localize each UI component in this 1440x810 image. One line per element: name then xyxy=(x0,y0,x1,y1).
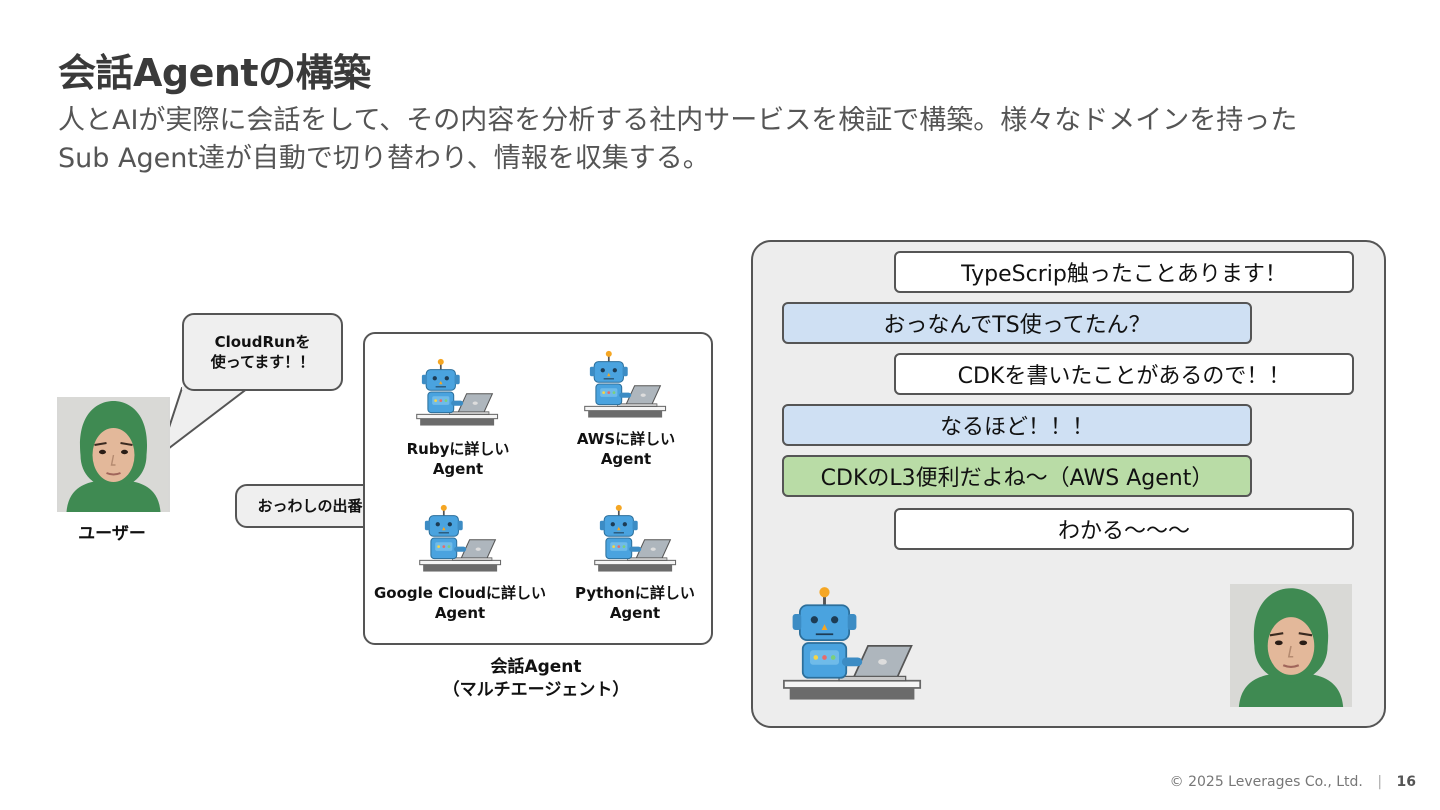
chat-message-user-1: TypeScrip触ったことあります！ xyxy=(894,251,1354,293)
user-bubble-line-1: CloudRunを xyxy=(214,333,311,351)
ruby-agent-label-line-2: Agent xyxy=(432,460,484,478)
google-cloud-agent-label-line-2: Agent xyxy=(434,604,486,622)
aws-agent-robot-icon xyxy=(583,344,669,424)
chat-user-avatar-icon xyxy=(1230,584,1352,707)
footer-separator: | xyxy=(1377,774,1383,790)
google-cloud-agent-label-line-1: Google Cloudに詳しい xyxy=(373,584,547,602)
footer-copyright: © 2025 Leverages Co., Ltd. xyxy=(1169,774,1363,790)
user-photo xyxy=(57,397,170,512)
aws-agent-label-line-2: Agent xyxy=(600,450,652,468)
python-agent-label-line-1: Pythonに詳しい xyxy=(575,584,695,602)
multi-agent-group-label: 会話Agent （マルチエージェント） xyxy=(416,656,656,702)
subtitle-line-2: Sub Agent達が自動で切り替わり、情報を収集する。 xyxy=(58,143,710,174)
chat-agent-robot-icon xyxy=(782,585,922,702)
chat-user-photo xyxy=(1230,584,1352,707)
multi-agent-box xyxy=(363,332,713,645)
group-label-line-1: 会話Agent xyxy=(490,657,582,677)
footer: © 2025 Leverages Co., Ltd. | 16 xyxy=(1170,774,1416,790)
aws-agent-label: AWSに詳しい Agent xyxy=(556,429,696,469)
chat-message-agent-2: なるほど！！！ xyxy=(782,404,1252,446)
python-agent-robot-icon xyxy=(593,498,679,578)
user-avatar-icon xyxy=(57,397,170,512)
ruby-agent-label-line-1: Rubyに詳しい xyxy=(406,440,510,458)
group-label-line-2: （マルチエージェント） xyxy=(442,680,630,700)
chat-message-aws-agent: CDKのL3便利だよね〜（AWS Agent） xyxy=(782,455,1252,497)
slide-subtitle: 人とAIが実際に会話をして、その内容を分析する社内サービスを検証で構築。様々なド… xyxy=(58,102,1388,178)
ruby-agent-robot-icon xyxy=(415,352,501,432)
google-cloud-agent-robot-icon xyxy=(418,498,504,578)
python-agent-label-line-2: Agent xyxy=(609,604,661,622)
user-speech-bubble: CloudRunを 使ってます！！ xyxy=(182,313,343,391)
slide-title: 会話Agentの構築 xyxy=(58,51,371,95)
subtitle-line-1: 人とAIが実際に会話をして、その内容を分析する社内サービスを検証で構築。様々なド… xyxy=(58,105,1298,136)
google-cloud-agent-label: Google Cloudに詳しい Agent xyxy=(370,583,550,623)
footer-page-number: 16 xyxy=(1396,774,1416,790)
chat-message-user-2: CDKを書いたことがあるので！！ xyxy=(894,353,1354,395)
ruby-agent-label: Rubyに詳しい Agent xyxy=(388,439,528,479)
python-agent-label: Pythonに詳しい Agent xyxy=(565,583,705,623)
chat-message-agent-1: おっなんでTS使ってたん？ xyxy=(782,302,1252,344)
user-label: ユーザー xyxy=(78,524,146,544)
chat-message-user-3: わかる〜〜〜 xyxy=(894,508,1354,550)
aws-agent-label-line-1: AWSに詳しい xyxy=(576,430,676,448)
user-bubble-line-2: 使ってます！！ xyxy=(210,353,315,371)
